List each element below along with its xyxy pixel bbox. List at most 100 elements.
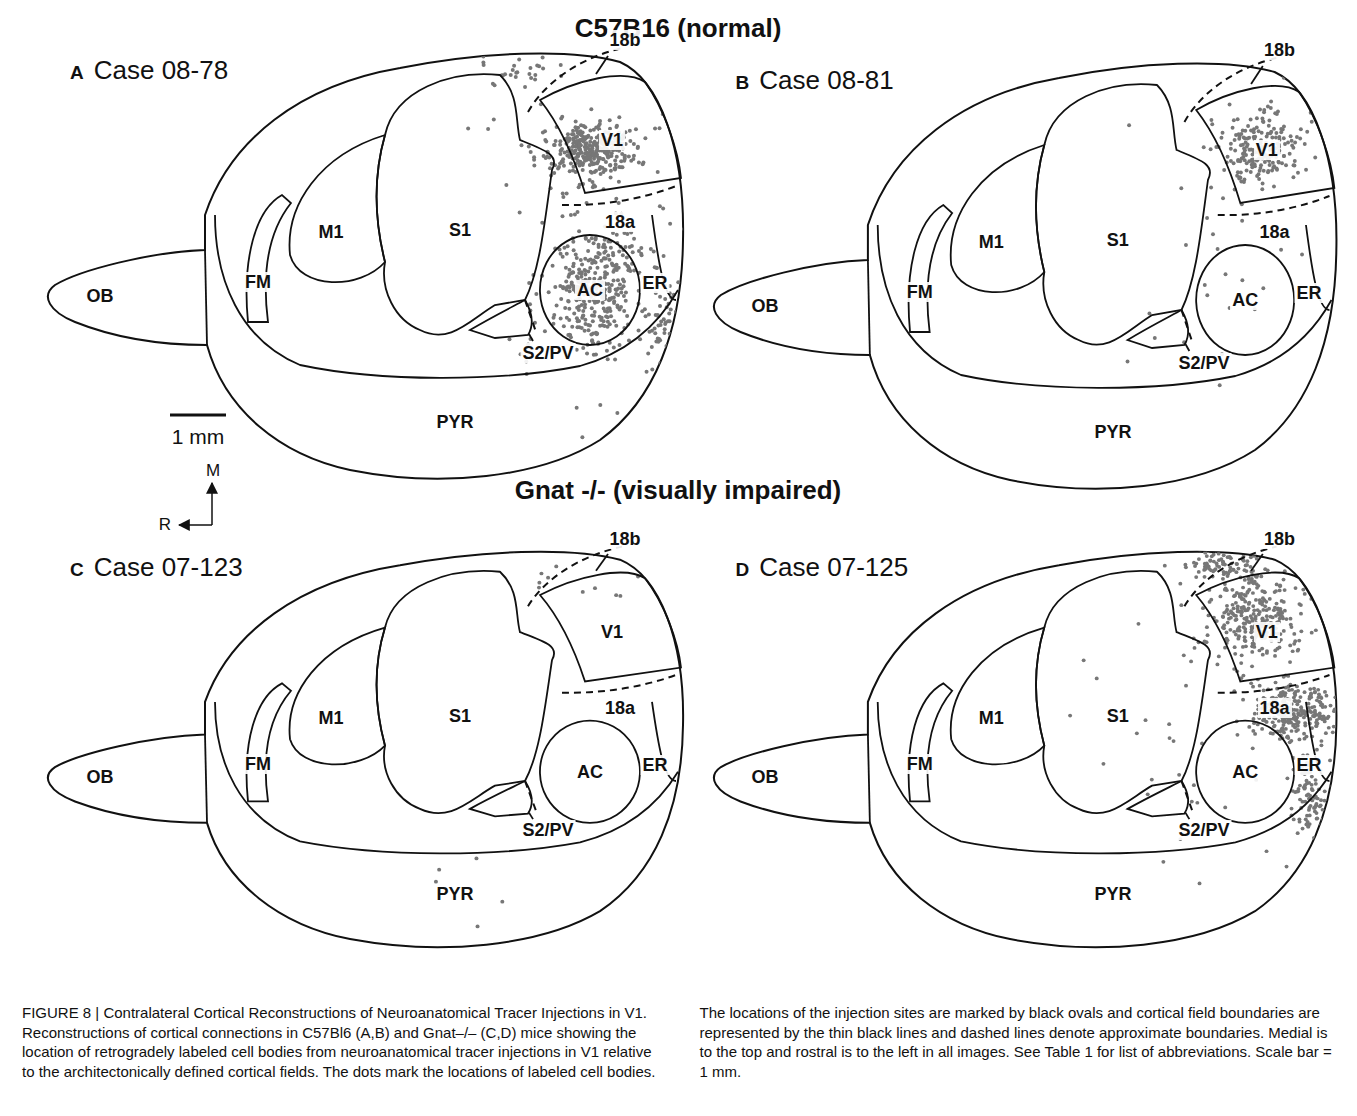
cell-dot — [614, 292, 618, 296]
cell-dot — [1236, 607, 1240, 611]
cell-dot — [1242, 625, 1246, 629]
cell-dot — [1324, 731, 1328, 735]
cell-dot — [559, 116, 563, 120]
cell-dot — [574, 252, 578, 256]
cell-dot — [437, 868, 441, 872]
cell-dot — [1205, 640, 1209, 644]
cell-dot — [581, 314, 585, 318]
cell-dot — [1306, 825, 1310, 829]
cell-dot — [567, 275, 571, 279]
cell-dot — [577, 267, 581, 271]
cell-dot — [610, 151, 614, 155]
cell-dot — [1226, 155, 1230, 159]
cell-dot — [1237, 137, 1241, 141]
cell-dot — [1250, 577, 1254, 581]
cell-dot — [598, 403, 602, 407]
cell-dot — [1314, 628, 1318, 632]
cell-dot — [1310, 631, 1314, 635]
cell-dot — [1299, 629, 1303, 633]
field-boundary — [951, 145, 1045, 292]
cell-dot — [1231, 126, 1235, 130]
cell-dot — [1244, 639, 1248, 643]
cell-dot — [662, 370, 666, 374]
cell-dot — [542, 154, 546, 158]
cell-dot — [1260, 727, 1264, 731]
cell-dot — [593, 170, 597, 174]
cell-dot — [1314, 782, 1318, 786]
labeled-cells — [1068, 526, 1357, 963]
cell-dot — [1260, 187, 1264, 191]
cell-dot — [1242, 621, 1246, 625]
cell-dot — [601, 301, 605, 305]
cell-dot — [669, 348, 673, 352]
cortex-panel: ACase 08-7818bV1OBFMM1S118aACERS2/PVPYR — [20, 38, 690, 498]
cell-dot — [583, 329, 587, 333]
cell-dot — [1236, 567, 1240, 571]
cell-dot — [1222, 626, 1226, 630]
cell-dot — [590, 236, 594, 240]
cell-dot — [1304, 168, 1308, 172]
cell-dot — [558, 143, 562, 147]
cell-dot — [622, 294, 626, 298]
cell-dot — [1277, 719, 1281, 723]
cell-dot — [1231, 612, 1235, 616]
cell-dot — [1184, 243, 1188, 247]
cell-dot — [1250, 616, 1254, 620]
cell-dot — [643, 307, 647, 311]
cell-dot — [587, 239, 591, 243]
cell-dot — [1294, 586, 1298, 590]
cell-dot — [1253, 164, 1257, 168]
cell-dot — [1282, 578, 1286, 582]
cell-dot — [1293, 159, 1297, 163]
cell-dot — [1251, 581, 1255, 585]
section-heading: Gnat -/- (visually impaired) — [515, 475, 842, 506]
field-label: AC — [1230, 290, 1260, 310]
cell-dot — [1213, 568, 1217, 572]
cell-dot — [1279, 130, 1283, 134]
cell-dot — [584, 151, 588, 155]
cell-dot — [581, 346, 585, 350]
cell-dot — [1101, 762, 1105, 766]
cell-dot — [562, 246, 566, 250]
cortical-field: 18b — [607, 30, 642, 50]
cell-dot — [668, 222, 672, 226]
cell-dot — [662, 72, 666, 76]
cell-dot — [1331, 838, 1335, 842]
cell-dot — [606, 253, 610, 257]
cell-dot — [1265, 651, 1269, 655]
cell-dot — [1193, 646, 1197, 650]
cell-dot — [552, 143, 556, 147]
panel-letter: A — [70, 62, 84, 84]
cell-dot — [638, 337, 642, 341]
cell-dot — [1249, 148, 1253, 152]
cell-dot — [1221, 626, 1225, 630]
cell-dot — [1251, 685, 1255, 689]
cell-dot — [571, 168, 575, 172]
cell-dot — [1232, 606, 1236, 610]
cell-dot — [1255, 126, 1259, 130]
cell-dot — [476, 925, 480, 929]
hemisphere-outline — [714, 63, 1336, 488]
cortical-field: PYR — [434, 412, 475, 432]
cell-dot — [1240, 278, 1244, 282]
field-boundary — [376, 571, 554, 813]
cell-dot — [595, 332, 599, 336]
field-label: OB — [750, 296, 781, 316]
cell-dot — [1244, 569, 1248, 573]
field-boundary — [540, 573, 681, 682]
cell-dot — [1203, 575, 1207, 579]
cell-dot — [1253, 712, 1257, 716]
cell-dot — [1271, 720, 1275, 724]
cell-dot — [564, 280, 568, 284]
cell-dot — [598, 324, 602, 328]
cell-dot — [581, 163, 585, 167]
cell-dot — [573, 213, 577, 217]
labeled-cells — [1126, 76, 1339, 388]
cell-dot — [1267, 124, 1271, 128]
cell-dot — [617, 249, 621, 253]
cell-dot — [1312, 687, 1316, 691]
cell-dot — [614, 163, 618, 167]
field-boundary — [909, 205, 953, 332]
cell-dot — [572, 248, 576, 252]
cell-dot — [613, 357, 617, 361]
